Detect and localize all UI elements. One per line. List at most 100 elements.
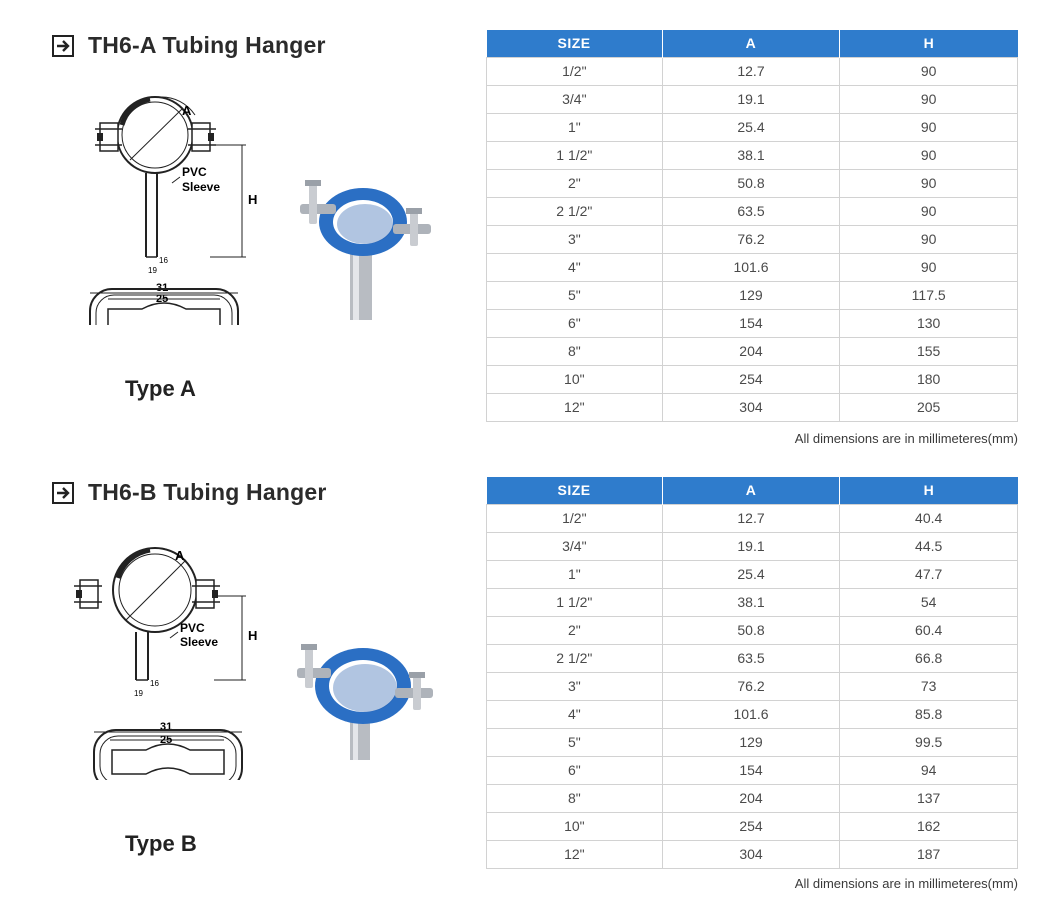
cell-a: 19.1 <box>661 531 841 561</box>
cell-h: 155 <box>839 336 1018 366</box>
cell-a: 25.4 <box>661 112 841 142</box>
type-label: Type A <box>125 376 196 401</box>
cell-size: 4" <box>486 699 663 729</box>
cell-h: 40.4 <box>839 503 1018 533</box>
section-heading: TH6-B Tubing Hanger <box>52 479 326 506</box>
cell-a: 204 <box>661 336 841 366</box>
dim-16-label: 16 <box>150 679 159 688</box>
cell-a: 38.1 <box>661 587 841 617</box>
table-header-row: SIZE A H <box>486 30 1018 57</box>
cell-size: 2 1/2" <box>486 643 663 673</box>
dim-19-label: 19 <box>134 689 143 698</box>
dim-25-label: 25 <box>156 293 168 305</box>
cell-a: 25.4 <box>661 559 841 589</box>
column-header-h: H <box>839 30 1018 57</box>
cell-h: 90 <box>839 196 1018 226</box>
cell-h: 90 <box>839 168 1018 198</box>
cell-size: 6" <box>486 755 663 785</box>
cell-h: 187 <box>839 839 1018 869</box>
cell-a: 101.6 <box>661 699 841 729</box>
dim-25-label: 25 <box>160 734 172 746</box>
cell-h: 99.5 <box>839 727 1018 757</box>
cell-h: 90 <box>839 56 1018 86</box>
cell-a: 12.7 <box>661 503 841 533</box>
cell-a: 76.2 <box>661 224 841 254</box>
cell-size: 8" <box>486 336 663 366</box>
cell-h: 205 <box>839 392 1018 422</box>
cell-h: 130 <box>839 308 1018 338</box>
cell-a: 204 <box>661 783 841 813</box>
table-header-row: SIZE A H <box>486 477 1018 504</box>
cell-size: 5" <box>486 727 663 757</box>
cell-size: 2" <box>486 168 663 198</box>
cell-a: 63.5 <box>661 643 841 673</box>
dim-16-label: 16 <box>159 256 168 265</box>
cell-h: 60.4 <box>839 615 1018 645</box>
cell-size: 6" <box>486 308 663 338</box>
cell-size: 1 1/2" <box>486 140 663 170</box>
cell-a: 154 <box>661 308 841 338</box>
product-image-type-b <box>297 644 433 760</box>
cell-size: 12" <box>486 839 663 869</box>
cell-h: 90 <box>839 112 1018 142</box>
cell-size: 3" <box>486 224 663 254</box>
product-image-type-a <box>300 180 431 320</box>
cell-h: 137 <box>839 783 1018 813</box>
section-th6-a: TH6-A Tubing Hanger A 16 19 PVC Sleeve <box>0 0 1053 455</box>
units-note: All dimensions are in millimeteres(mm) <box>794 876 1018 891</box>
cell-a: 254 <box>661 811 841 841</box>
cell-h: 44.5 <box>839 531 1018 561</box>
column-header-a: A <box>662 477 841 504</box>
cell-h: 180 <box>839 364 1018 394</box>
cell-a: 129 <box>661 727 841 757</box>
cell-size: 2 1/2" <box>486 196 663 226</box>
type-label: Type B <box>125 831 197 856</box>
cell-size: 10" <box>486 364 663 394</box>
cell-a: 38.1 <box>661 140 841 170</box>
cell-h: 117.5 <box>839 280 1018 310</box>
cell-size: 1/2" <box>486 56 663 86</box>
cell-size: 2" <box>486 615 663 645</box>
cell-a: 63.5 <box>661 196 841 226</box>
cell-a: 304 <box>661 839 841 869</box>
cell-size: 1/2" <box>486 503 663 533</box>
cell-h: 54 <box>839 587 1018 617</box>
cell-a: 50.8 <box>661 168 841 198</box>
dim-a-label: A <box>175 548 185 563</box>
column-header-h: H <box>839 477 1018 504</box>
cell-size: 8" <box>486 783 663 813</box>
cell-size: 1" <box>486 559 663 589</box>
cell-h: 90 <box>839 84 1018 114</box>
arrow-right-box-icon <box>52 34 74 57</box>
cell-a: 154 <box>661 755 841 785</box>
cell-size: 4" <box>486 252 663 282</box>
section-th6-b: TH6-B Tubing Hanger A 16 19 PVC Sleeve H… <box>0 455 1053 919</box>
cell-a: 19.1 <box>661 84 841 114</box>
section-title: TH6-A Tubing Hanger <box>88 32 326 58</box>
units-note: All dimensions are in millimeteres(mm) <box>794 431 1018 446</box>
sleeve-label: Sleeve <box>180 635 218 649</box>
cell-a: 76.2 <box>661 671 841 701</box>
cell-h: 90 <box>839 252 1018 282</box>
pvc-label: PVC <box>182 165 207 179</box>
pvc-label: PVC <box>180 621 205 635</box>
dim-19-label: 19 <box>148 266 157 275</box>
dim-31-label: 31 <box>160 721 172 733</box>
